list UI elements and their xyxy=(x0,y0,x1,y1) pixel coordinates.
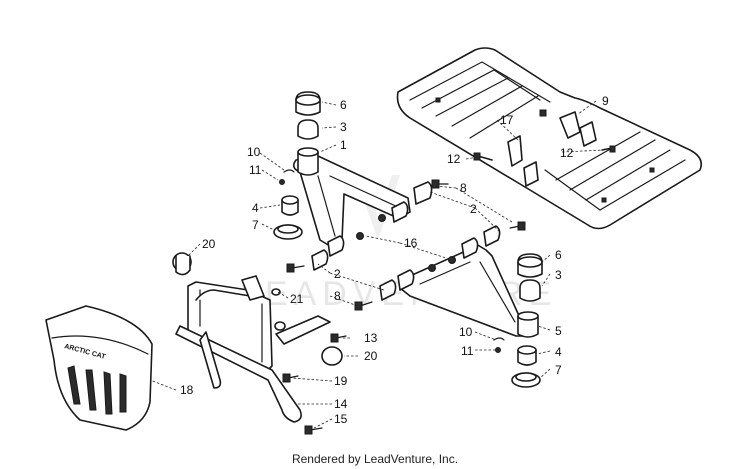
nut-16[interactable] xyxy=(356,214,456,272)
bolt-8[interactable] xyxy=(286,179,526,311)
ball-joint-5[interactable] xyxy=(517,311,539,338)
callout-2: 2 xyxy=(470,202,477,216)
callout-7: 7 xyxy=(252,218,259,232)
footer-credit: Rendered by LeadVenture, Inc. xyxy=(291,452,459,466)
callout-20: 20 xyxy=(364,349,378,363)
rack-bolt[interactable] xyxy=(473,109,616,161)
callout-16: 16 xyxy=(404,236,418,250)
a-arm-upper[interactable] xyxy=(292,155,411,247)
pin-10-11[interactable] xyxy=(279,169,505,353)
callout-12: 12 xyxy=(447,152,461,166)
front-bumper[interactable] xyxy=(175,275,331,423)
callout-11: 11 xyxy=(249,163,262,177)
ball-joint-1[interactable] xyxy=(297,147,319,176)
bumper-bolt-13[interactable] xyxy=(330,333,347,343)
callout-12: 12 xyxy=(560,146,574,160)
callout-9: 9 xyxy=(602,94,609,108)
bumper-pad-20b[interactable] xyxy=(321,346,343,366)
callout-2: 2 xyxy=(334,267,341,281)
boot-3a[interactable] xyxy=(297,119,319,140)
bushing-4a[interactable] xyxy=(281,195,299,216)
callouts: 6 3 1 10 11 4 7 8 2 16 2 8 9 17 12 12 6 … xyxy=(180,94,609,426)
callout-17: 17 xyxy=(500,113,514,127)
washer-21[interactable] xyxy=(271,288,286,331)
callout-4: 4 xyxy=(252,201,259,215)
callout-6: 6 xyxy=(340,98,347,112)
callout-4: 4 xyxy=(555,345,562,359)
callout-11: 11 xyxy=(461,344,474,358)
rack-bracket[interactable] xyxy=(507,111,597,187)
callout-5: 5 xyxy=(555,324,562,338)
callout-21: 21 xyxy=(290,292,304,306)
front-shield[interactable]: ARCTIC CAT xyxy=(45,305,153,431)
leader-lines xyxy=(149,100,605,429)
bumper-bolt-15[interactable] xyxy=(304,425,323,435)
ball-joint-cap-6b[interactable] xyxy=(517,253,543,278)
bushing-2[interactable] xyxy=(311,181,501,301)
seal-ring-7b[interactable] xyxy=(511,372,541,388)
callout-18: 18 xyxy=(180,383,194,397)
callout-14: 14 xyxy=(334,397,348,411)
callout-19: 19 xyxy=(334,374,348,388)
bumper-pad-20a[interactable] xyxy=(172,252,192,276)
callout-10: 10 xyxy=(459,325,473,339)
seal-ring-7a[interactable] xyxy=(273,224,303,240)
callout-20: 20 xyxy=(202,237,216,251)
bushing-4b[interactable] xyxy=(517,345,537,366)
callout-8: 8 xyxy=(334,289,341,303)
callout-13: 13 xyxy=(364,331,378,345)
callout-10: 10 xyxy=(247,145,261,159)
rear-rack[interactable] xyxy=(396,47,703,230)
callout-3: 3 xyxy=(555,268,562,282)
callout-6: 6 xyxy=(555,248,562,262)
callout-8: 8 xyxy=(460,181,467,195)
callout-15: 15 xyxy=(334,412,348,426)
bumper-bolt-19[interactable] xyxy=(282,373,299,383)
boot-3b[interactable] xyxy=(519,279,541,302)
callout-3: 3 xyxy=(340,120,347,134)
callout-1: 1 xyxy=(340,138,347,152)
ball-joint-cap-6a[interactable] xyxy=(295,91,321,116)
callout-7: 7 xyxy=(555,363,562,377)
